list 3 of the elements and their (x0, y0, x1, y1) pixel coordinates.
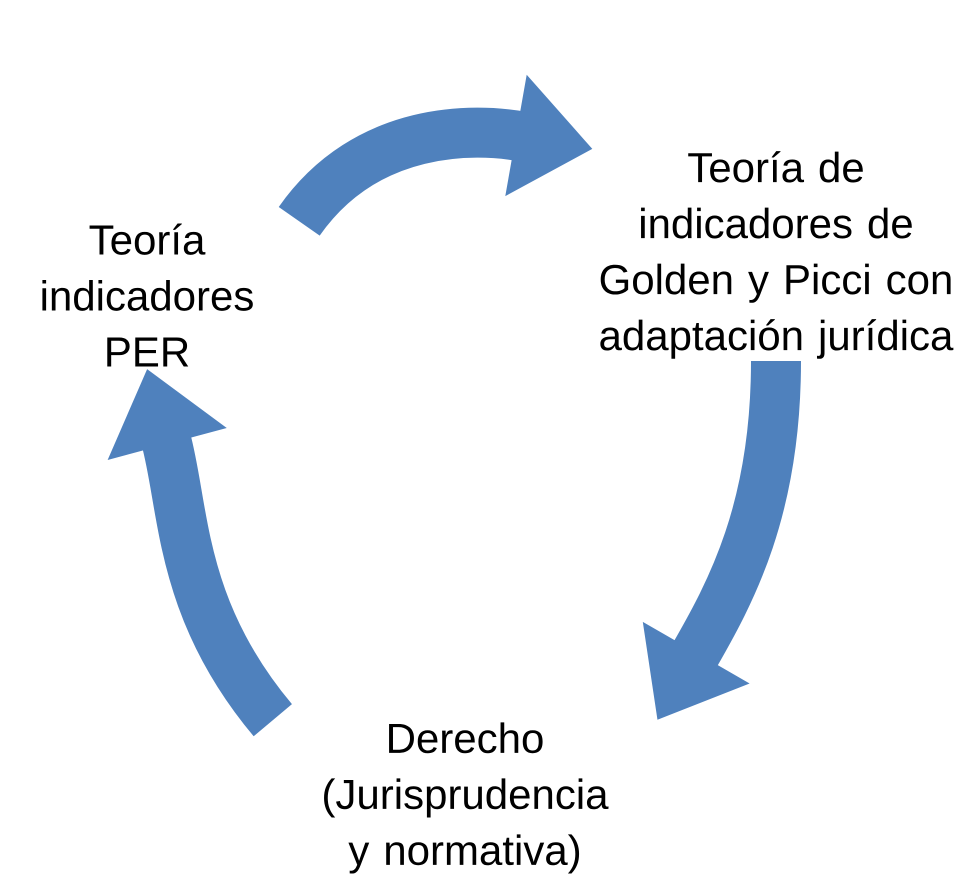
text-label: Teoría indicadores PER (42, 224, 253, 366)
text-label: Teoría de indicadores de Golden y Picci con adaptación jurídica (600, 151, 954, 359)
text-label: Derecho (Jurisprudencia y normativa) (324, 722, 608, 874)
